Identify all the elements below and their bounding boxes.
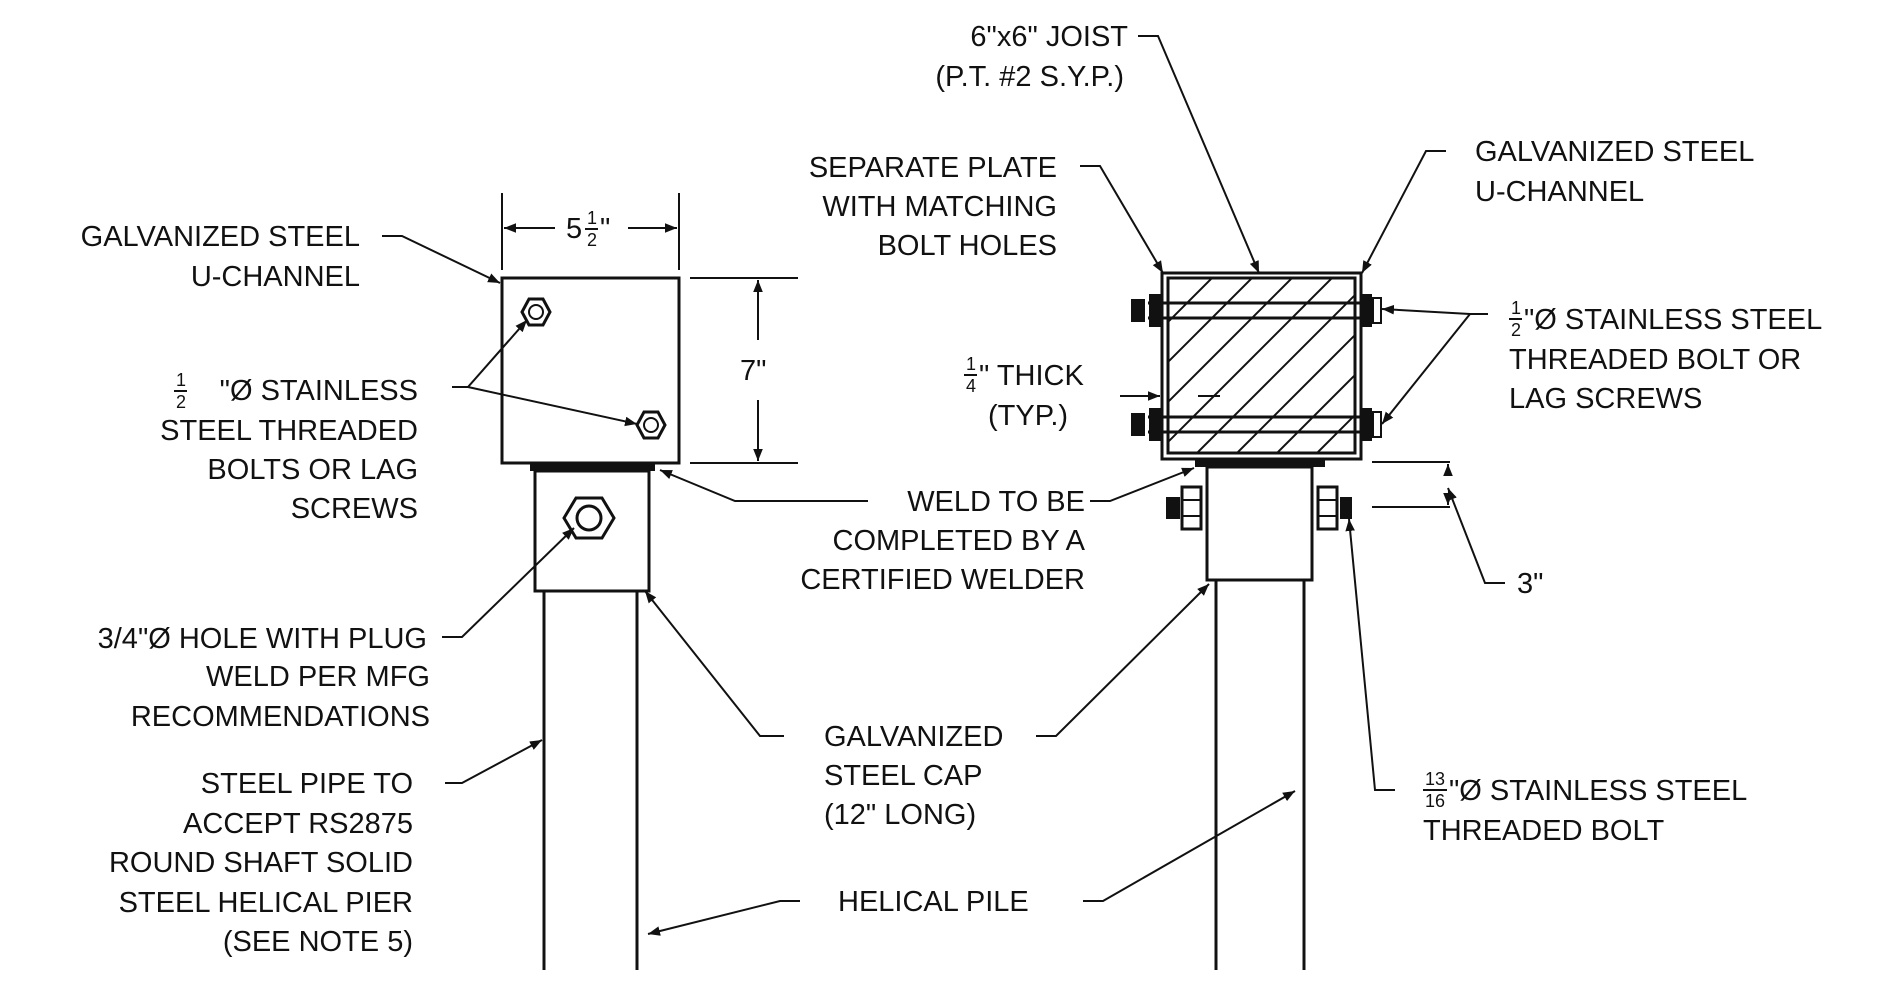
- cap-bolt-label: THREADED BOLT: [1423, 815, 1664, 847]
- plate-label: WITH MATCHING: [822, 191, 1057, 223]
- left-bolt-label: BOLTS OR LAG: [207, 454, 418, 486]
- hex-nut-icon: [520, 297, 552, 327]
- plate-label: BOLT HOLES: [878, 230, 1057, 262]
- right-bolt-fraction: 2: [1511, 320, 1521, 340]
- joist-label: 6"x6" JOIST: [970, 21, 1128, 53]
- weld-label: CERTIFIED WELDER: [800, 564, 1085, 596]
- cap-bolt-label: "Ø STAINLESS STEEL: [1449, 775, 1747, 807]
- cap-label: STEEL CAP: [824, 760, 982, 792]
- left-bolt-fraction: 1: [176, 370, 186, 390]
- plug-weld-hole-icon: [562, 496, 616, 540]
- right-bolt-label: THREADED BOLT OR: [1509, 344, 1801, 376]
- pipe-label: STEEL HELICAL PIER: [119, 887, 413, 919]
- left-steel-cap: [533, 469, 651, 593]
- dim-width-label: 5: [566, 213, 582, 245]
- left-u-channel: [500, 276, 681, 465]
- right-channel-label: U-CHANNEL: [1475, 176, 1644, 208]
- cap-bolt: [1166, 485, 1352, 531]
- left-bolt-fraction: 2: [176, 392, 186, 412]
- thick-fraction: 4: [966, 376, 976, 396]
- hole-label: RECOMMENDATIONS: [131, 701, 430, 733]
- cap-label: GALVANIZED: [824, 721, 1003, 753]
- hex-nut-icon: [635, 410, 667, 440]
- pipe-label: (SEE NOTE 5): [223, 926, 413, 958]
- right-weld-bead: [1195, 459, 1325, 467]
- right-assembly: [1120, 271, 1453, 970]
- cap-bolt-fraction: 13: [1425, 769, 1445, 789]
- left-bolt-label: STEEL THREADED: [160, 415, 418, 447]
- dim-width-fraction: 1: [587, 208, 597, 228]
- thick-fraction: 1: [966, 354, 976, 374]
- joist-section: [1166, 276, 1357, 455]
- lower-through-bolt: [1131, 408, 1382, 441]
- annotation-text: GALVANIZED STEEL U-CHANNEL 5 1 2 " 7" 1 …: [81, 21, 1823, 958]
- pipe-label: STEEL PIPE TO: [201, 768, 413, 800]
- cap-bolt-fraction: 16: [1425, 791, 1445, 811]
- dim-3-label: 3": [1517, 568, 1543, 600]
- right-bolt-fraction: 1: [1511, 298, 1521, 318]
- thick-label: (TYP.): [988, 400, 1068, 432]
- right-bolt-label: LAG SCREWS: [1509, 383, 1702, 415]
- right-bolt-label: "Ø STAINLESS STEEL: [1524, 304, 1822, 336]
- dim-width-fraction: 2: [587, 230, 597, 250]
- left-bolt-label: SCREWS: [291, 493, 418, 525]
- left-channel-label: U-CHANNEL: [191, 261, 360, 293]
- right-channel-label: GALVANIZED STEEL: [1475, 136, 1754, 168]
- pipe-label: ROUND SHAFT SOLID: [109, 847, 413, 879]
- left-bolt-label: "Ø STAINLESS: [220, 375, 418, 407]
- left-channel-label: GALVANIZED STEEL: [81, 221, 360, 253]
- plate-label: SEPARATE PLATE: [809, 152, 1057, 184]
- dim-height-label: 7": [740, 355, 766, 387]
- cap-label: (12" LONG): [824, 799, 976, 831]
- pile-label: HELICAL PILE: [838, 886, 1029, 918]
- leader-lines: [382, 35, 1505, 936]
- left-assembly: [500, 193, 798, 970]
- weld-label: WELD TO BE: [907, 486, 1085, 518]
- pipe-label: ACCEPT RS2875: [183, 808, 413, 840]
- right-steel-cap: [1205, 465, 1314, 582]
- hole-label: 3/4"Ø HOLE WITH PLUG: [98, 623, 427, 655]
- hole-label: WELD PER MFG: [206, 661, 430, 693]
- weld-label: COMPLETED BY A: [833, 525, 1086, 557]
- joist-label: (P.T. #2 S.Y.P.): [935, 61, 1124, 93]
- dim-width-label: ": [600, 213, 610, 245]
- left-weld-bead: [530, 463, 655, 471]
- upper-through-bolt: [1131, 294, 1382, 327]
- thick-label: " THICK: [979, 360, 1084, 392]
